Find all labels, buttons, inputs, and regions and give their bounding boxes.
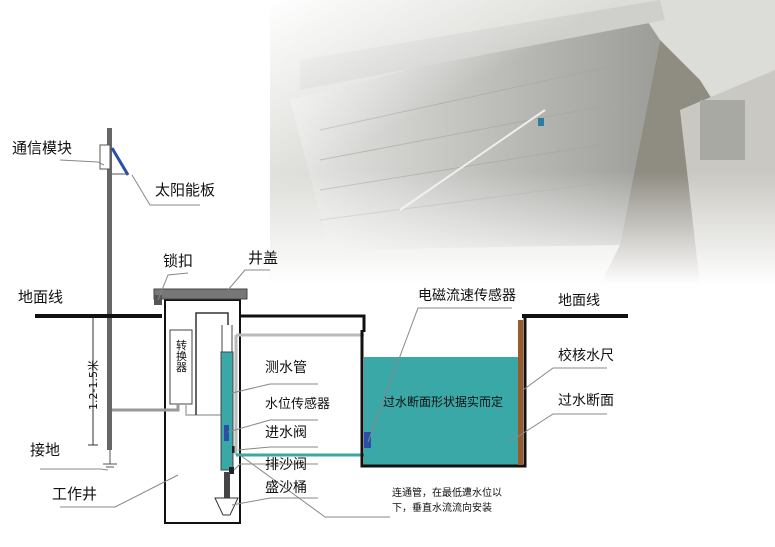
- ground-line-left-label: 地面线: [18, 288, 63, 306]
- em-sensor-label: 电磁流速传感器: [418, 287, 516, 304]
- depth-dimension: [88, 318, 98, 446]
- cross-section-label: 过水断面: [558, 393, 614, 409]
- depth-label: 1.2-1.5米: [87, 360, 100, 410]
- work-well-label: 工作井: [52, 485, 97, 503]
- sand-valve-label: 排沙阀: [265, 457, 307, 473]
- canal-photo: [270, 0, 775, 285]
- measuring-pipe: [220, 351, 234, 471]
- lock-label: 锁扣: [163, 252, 193, 270]
- comm-module-label: 通信模块: [12, 139, 72, 157]
- sand-bucket: [214, 497, 239, 516]
- level-sensor-label: 水位传感器: [265, 396, 330, 412]
- section-note: 过水断面形状据实而定: [383, 394, 503, 409]
- grounding-label: 接地: [30, 441, 60, 459]
- leader-lines: [40, 159, 607, 518]
- converter-label: 转换器: [175, 338, 188, 373]
- pipe-note-line1: 连通管，在最低遭水位以: [392, 486, 502, 499]
- staff-gauge-label: 校核水尺: [558, 347, 614, 364]
- comm-module: [99, 144, 111, 170]
- solar-panel: [110, 147, 130, 176]
- antenna-pole: [107, 128, 112, 450]
- well-cover-label: 井盖: [248, 249, 278, 267]
- sand-valve: [229, 467, 234, 474]
- ground-line-right: [522, 314, 628, 318]
- level-sensor: [224, 425, 229, 441]
- ground-line-right-label: 地面线: [558, 293, 600, 309]
- well-cover: [153, 288, 248, 300]
- staff-gauge: [518, 320, 523, 465]
- converter-box: [169, 329, 193, 405]
- inlet-valve-label: 进水阀: [265, 425, 307, 441]
- pipe-note-line2: 下，垂直水流流向安装: [392, 501, 492, 514]
- solar-panel-label: 太阳能板: [155, 181, 215, 199]
- measuring-pipe-label: 测水管: [265, 360, 307, 376]
- ground-symbol-icon: [103, 450, 117, 468]
- water-cross-section: [364, 357, 522, 465]
- em-flow-sensor: [364, 432, 371, 448]
- sand-bucket-label: 盛沙桶: [265, 480, 307, 496]
